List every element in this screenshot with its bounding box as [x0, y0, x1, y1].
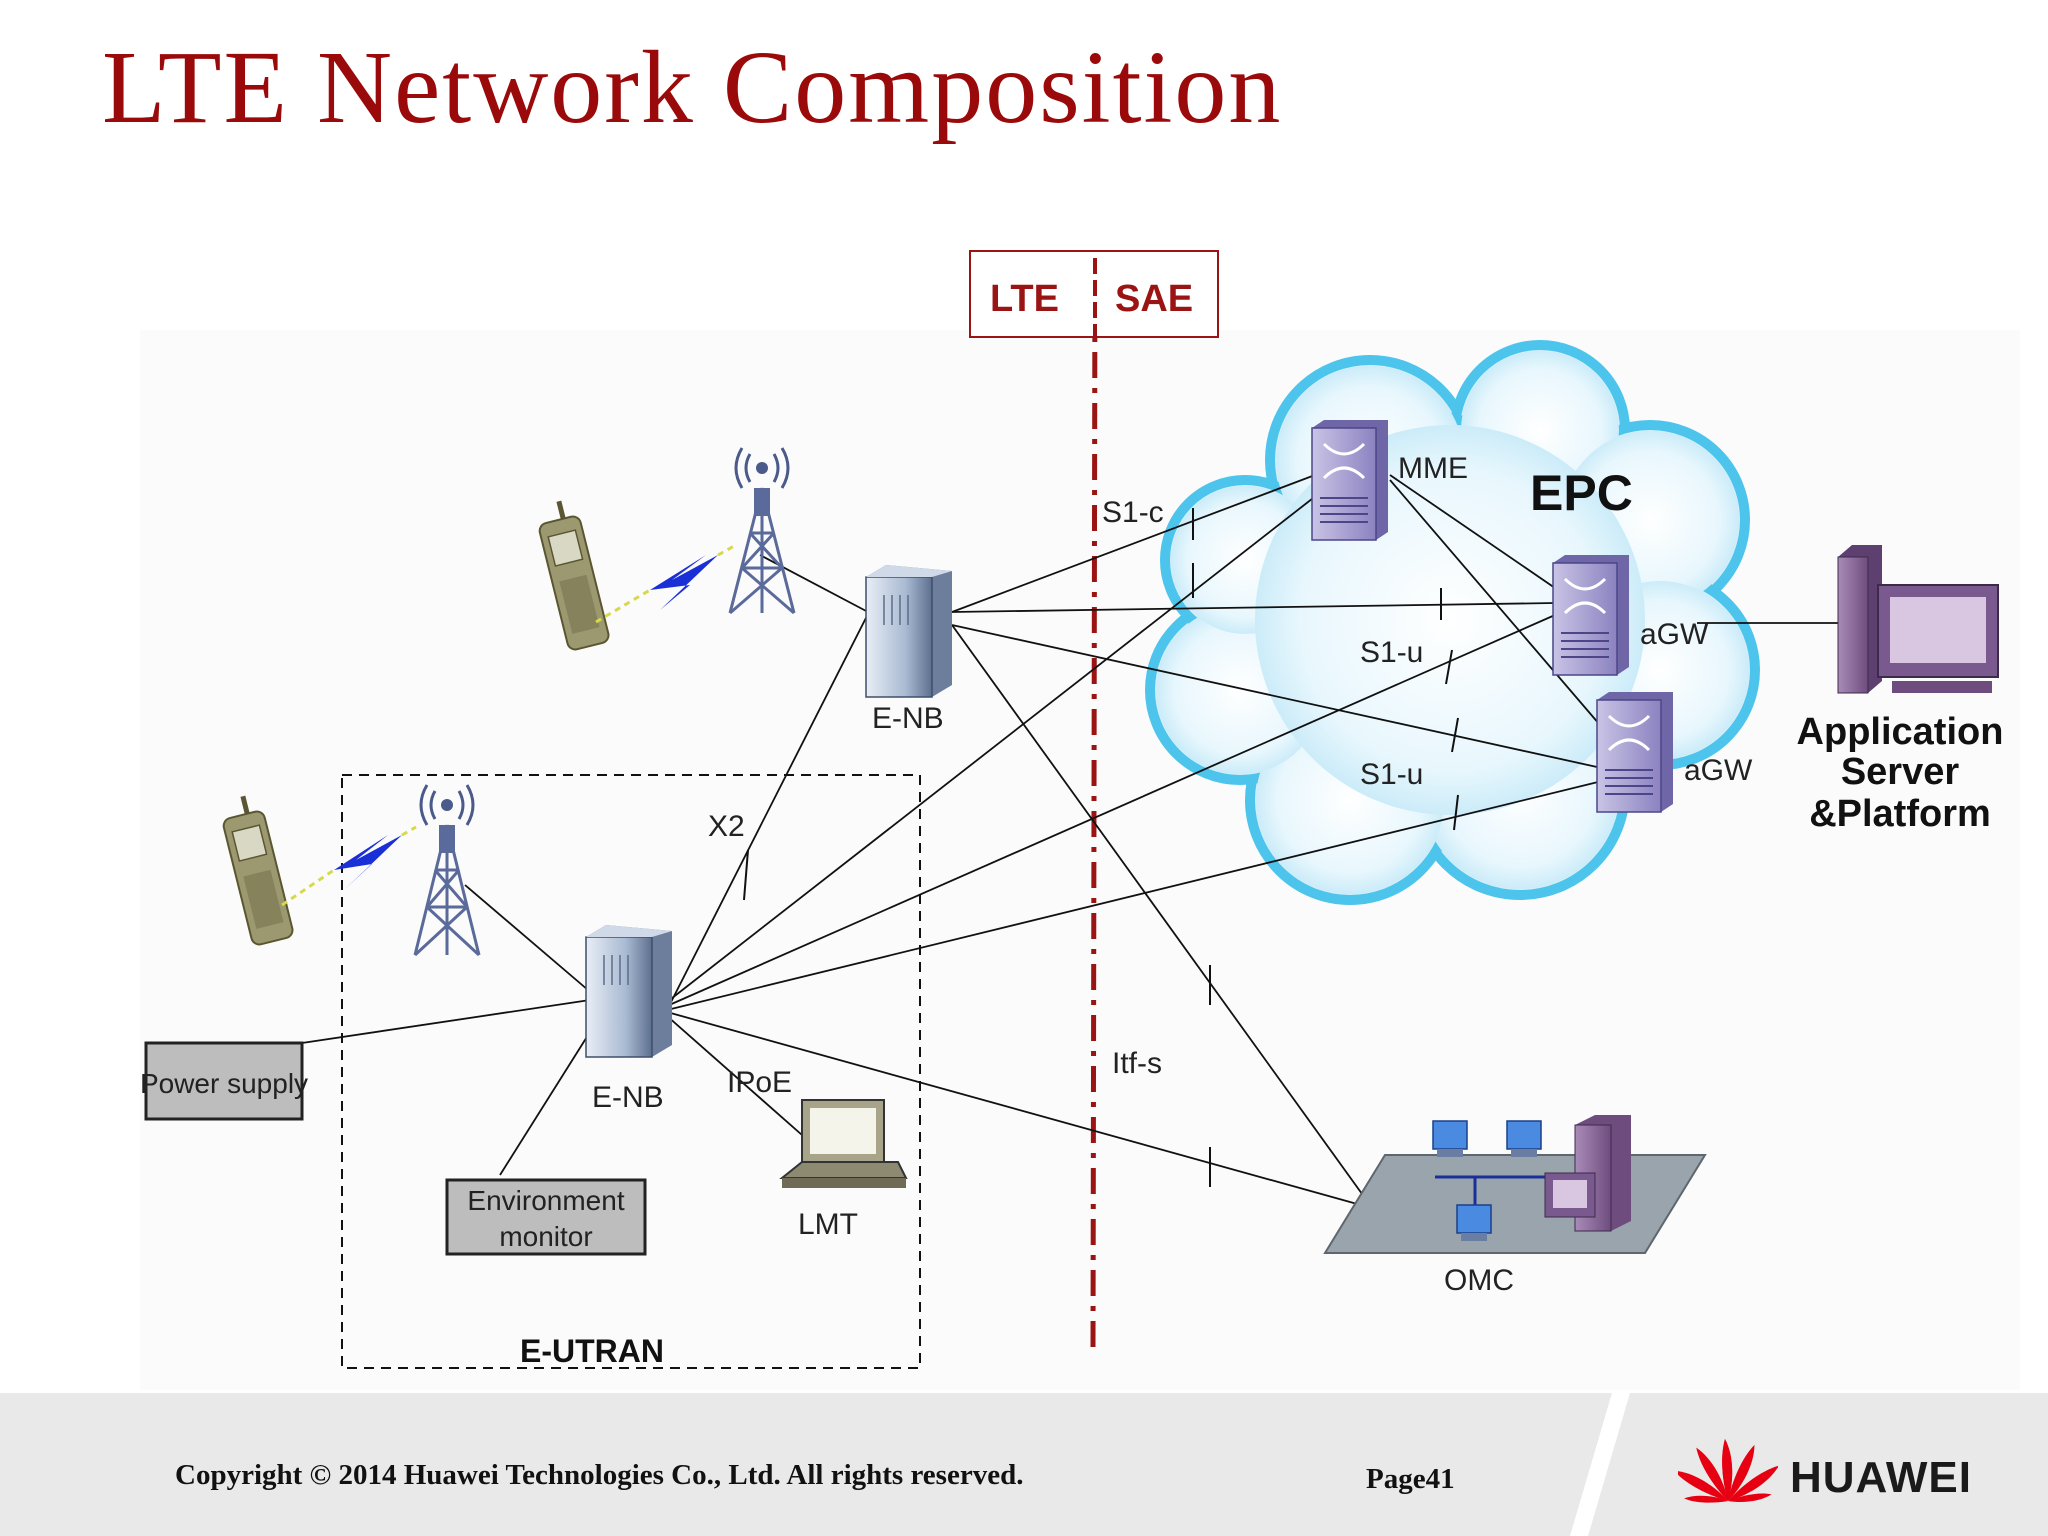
app-server-label-2: Server [1841, 751, 1960, 793]
s1c-label: S1-c [1102, 496, 1164, 529]
lightning-icon [595, 543, 737, 624]
mme-router-icon [1311, 420, 1388, 541]
network-platform-icon [1323, 1115, 1707, 1254]
environment-monitor-label-2: monitor [499, 1221, 592, 1252]
omc-label: OMC [1444, 1264, 1514, 1297]
eutran-boundary [341, 774, 921, 1369]
footer-divider [1570, 1393, 1630, 1536]
server-computer-icon [1837, 545, 1999, 694]
environment-monitor-box [445, 1178, 647, 1256]
laptop-icon [779, 1099, 908, 1188]
page-title: LTE Network Composition [102, 30, 1283, 145]
footer-copyright: Copyright © 2014 Huawei Technologies Co.… [175, 1459, 1024, 1491]
x2-label: X2 [708, 810, 745, 843]
enodeb-cabinet-icon [865, 565, 952, 698]
lte-sae-divider [1090, 249, 1098, 1349]
antenna-tower-icon [413, 784, 481, 957]
power-supply-label: Power supply [140, 1068, 308, 1099]
agw-router-icon [1596, 692, 1673, 813]
enb-bottom-label: E-NB [592, 1081, 664, 1114]
page-number: Page41 [1366, 1463, 1455, 1495]
app-server-label-3: &Platform [1809, 793, 1991, 835]
agw-router-icon [1552, 555, 1629, 676]
connection-lines [301, 474, 1840, 1208]
environment-monitor-label-1: Environment [467, 1185, 624, 1216]
power-supply-box [144, 1041, 304, 1121]
lightning-icon [281, 825, 417, 907]
eutran-label: E-UTRAN [520, 1333, 664, 1369]
sae-label: SAE [1115, 278, 1193, 320]
s1u-bottom-label: S1-u [1360, 758, 1423, 791]
enodeb-cabinet-icon [585, 925, 672, 1058]
epc-label: EPC [1530, 465, 1633, 521]
mme-label: MME [1398, 452, 1468, 485]
lte-label: LTE [990, 278, 1059, 320]
huawei-wordmark: HUAWEI [1790, 1453, 1972, 1502]
agw-top-label: aGW [1640, 618, 1709, 651]
huawei-flower-icon [1678, 1439, 1778, 1503]
enb-top-label: E-NB [872, 702, 944, 735]
app-server-label-1: Application [1797, 711, 2004, 753]
antenna-tower-icon [728, 447, 796, 615]
lte-network-diagram: LTE SAE [139, 249, 2004, 1369]
lmt-label: LMT [798, 1208, 858, 1241]
ipoe-label: IPoE [727, 1066, 792, 1099]
agw-bottom-label: aGW [1684, 754, 1753, 787]
interface-ticks [743, 508, 1459, 1187]
s1u-top-label: S1-u [1360, 636, 1423, 669]
footer: Copyright © 2014 Huawei Technologies Co.… [0, 1393, 2048, 1536]
mobile-phone-icon [222, 795, 294, 946]
mobile-phone-icon [538, 500, 610, 651]
itfs-label: Itf-s [1112, 1047, 1162, 1080]
